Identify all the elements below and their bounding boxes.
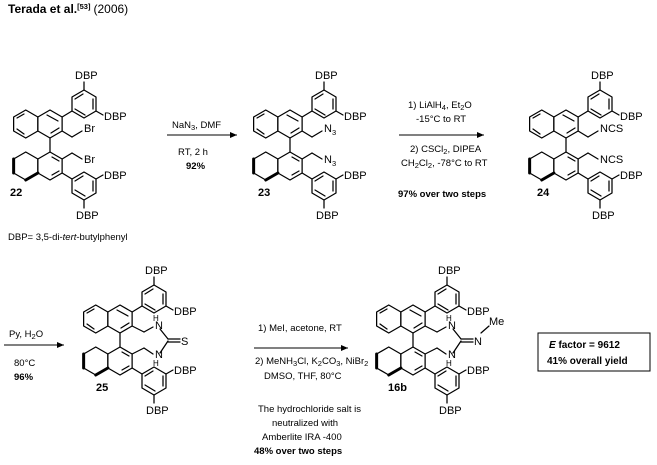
dbp-definition: DBP= 3,5-di-tert-butylphenyl bbox=[8, 232, 128, 243]
svg-text:DBP: DBP bbox=[104, 170, 127, 182]
svg-text:N3: N3 bbox=[324, 154, 336, 168]
compound-23: N3 N3 DBP DBP DBP DBP bbox=[252, 70, 367, 222]
step1-yield: 92% bbox=[186, 161, 206, 172]
svg-text:N3: N3 bbox=[324, 123, 336, 137]
step4-line1: 1) MeI, acetone, RT bbox=[258, 323, 342, 334]
svg-text:DBP: DBP bbox=[620, 170, 643, 182]
svg-text:Br: Br bbox=[84, 154, 95, 166]
step4-yield: 48% over two steps bbox=[254, 446, 342, 457]
svg-text:NH: NH bbox=[153, 349, 163, 368]
step1-reagents: NaN3, DMF bbox=[172, 120, 221, 132]
compound-24-label: 24 bbox=[537, 187, 550, 199]
step2-line1: 1) LiAlH4, Et2O bbox=[408, 100, 472, 112]
svg-text:NH: NH bbox=[446, 314, 456, 332]
svg-text:DBP: DBP bbox=[467, 365, 490, 377]
svg-text:S: S bbox=[181, 336, 188, 348]
svg-text:DBP: DBP bbox=[174, 306, 197, 318]
step4-note3: Amberlite IRA -400 bbox=[262, 432, 342, 443]
svg-text:N: N bbox=[474, 336, 482, 348]
step2-line3: 2) CSCl2, DIPEA bbox=[410, 144, 482, 156]
step4-line3: DMSO, THF, 80°C bbox=[264, 371, 342, 382]
compound-22-label: 22 bbox=[10, 187, 22, 199]
compound-22: Br Br DBP DBP DBP DBP bbox=[12, 70, 127, 222]
svg-text:DBP: DBP bbox=[146, 405, 169, 417]
svg-text:DBP: DBP bbox=[592, 210, 615, 222]
svg-text:Br: Br bbox=[84, 123, 95, 135]
step4-note2: neutralized with bbox=[272, 418, 338, 429]
svg-text:DBP: DBP bbox=[591, 70, 614, 82]
step4-line2: 2) MeNH3Cl, K2CO3, NiBr2 bbox=[255, 356, 368, 368]
svg-text:DBP: DBP bbox=[620, 111, 643, 123]
svg-text:DBP: DBP bbox=[174, 365, 197, 377]
header-author: Terada et al.[53](2006) bbox=[8, 2, 128, 16]
svg-text:DBP: DBP bbox=[316, 210, 339, 222]
step2-line2: -15°C to RT bbox=[416, 114, 466, 125]
svg-text:DBP: DBP bbox=[76, 210, 99, 222]
svg-text:DBP: DBP bbox=[344, 170, 367, 182]
step2-line4: CH2Cl2, -78°C to RT bbox=[401, 158, 488, 170]
step2-yield: 97% over two steps bbox=[398, 189, 486, 200]
svg-text:NH: NH bbox=[153, 314, 163, 332]
step3-temp: 80°C bbox=[14, 358, 35, 369]
svg-text:DBP: DBP bbox=[104, 111, 127, 123]
efactor-value: E factor = 9612 bbox=[549, 340, 620, 351]
step4-note1: The hydrochloride salt is bbox=[258, 404, 361, 415]
compound-25-label: 25 bbox=[96, 382, 108, 394]
compound-24: NCS NCS DBP DBP DBP DBP bbox=[528, 70, 643, 222]
svg-text:DBP: DBP bbox=[439, 405, 462, 417]
efactor-box bbox=[537, 332, 651, 372]
efactor-overall-yield: 41% overall yield bbox=[547, 356, 628, 367]
compound-23-label: 23 bbox=[258, 187, 270, 199]
svg-text:NCS: NCS bbox=[600, 123, 623, 135]
svg-text:DBP: DBP bbox=[75, 70, 98, 82]
svg-text:NH: NH bbox=[446, 349, 456, 368]
svg-text:DBP: DBP bbox=[438, 265, 461, 277]
svg-text:DBP: DBP bbox=[315, 70, 338, 82]
svg-text:Me: Me bbox=[489, 316, 504, 328]
svg-text:DBP: DBP bbox=[344, 111, 367, 123]
svg-text:NCS: NCS bbox=[600, 154, 623, 166]
step3-reagents: Py, H2O bbox=[9, 329, 43, 341]
step3-yield: 96% bbox=[14, 372, 34, 383]
svg-text:DBP: DBP bbox=[145, 265, 168, 277]
step1-time: RT, 2 h bbox=[178, 147, 208, 158]
compound-16b-label: 16b bbox=[388, 382, 407, 394]
svg-text:DBP: DBP bbox=[467, 306, 490, 318]
